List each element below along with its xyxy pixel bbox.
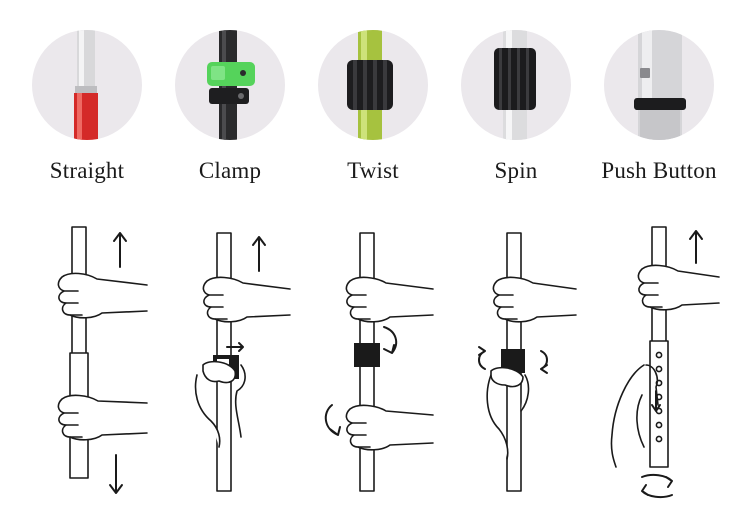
label-straight: Straight [49, 158, 125, 183]
twist-instruction-illustration [298, 215, 448, 525]
hand-icon [57, 394, 148, 441]
label-spin: Spin [494, 158, 538, 183]
arrow-down-icon [651, 390, 661, 412]
clamp-lock-photo [175, 30, 285, 140]
straight-instruction-illustration [12, 215, 162, 525]
hand-icon [637, 264, 720, 311]
arrow-down-icon [109, 454, 123, 494]
hand-icon [194, 360, 246, 448]
arrow-up-icon [113, 232, 127, 268]
hand-icon [202, 276, 291, 323]
rotate-arrow-icon [540, 350, 548, 374]
rotate-arrow-icon [383, 326, 398, 354]
rotate-arrow-icon [641, 473, 673, 499]
spin-lock-photo [461, 30, 571, 140]
rotate-arrow-icon [324, 404, 341, 436]
label-push-button: Push Button [601, 158, 717, 183]
straight-lock-photo [32, 30, 142, 140]
arrow-up-icon [252, 236, 266, 272]
push-button-instruction-illustration [584, 215, 734, 525]
twist-lock-photo [318, 30, 428, 140]
hand-icon [345, 404, 434, 451]
hand-icon [57, 272, 148, 319]
hand-icon [486, 366, 530, 460]
label-clamp: Clamp [198, 158, 262, 183]
arrow-up-icon [689, 230, 703, 264]
push-button-lock-photo [604, 30, 714, 140]
label-twist: Twist [347, 158, 399, 183]
spin-instruction-illustration [441, 215, 591, 525]
hand-icon [492, 276, 577, 323]
arrow-right-icon [226, 342, 244, 352]
photo-row [0, 0, 750, 200]
clamp-instruction-illustration [155, 215, 305, 525]
rotate-arrow-icon [478, 346, 486, 370]
hand-icon [345, 276, 434, 323]
hand-icon [610, 364, 659, 468]
